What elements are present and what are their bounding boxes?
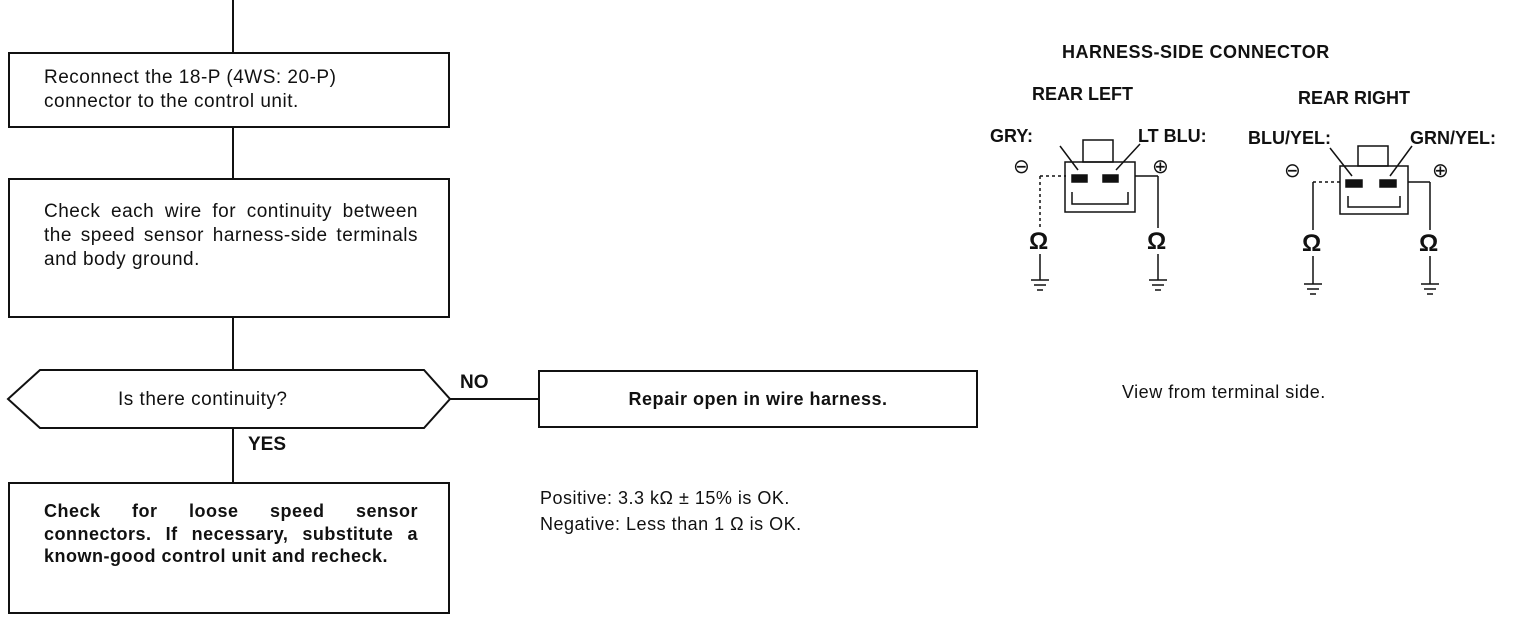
- view-caption: View from terminal side.: [1122, 382, 1326, 402]
- left-plus-icon: ⊕: [1152, 156, 1169, 178]
- rear-right-terminal-1: [1345, 179, 1363, 188]
- spec-positive: Positive: 3.3 kΩ ± 15% is OK.: [540, 488, 790, 508]
- left-minus-icon: ⊖: [1013, 156, 1030, 178]
- right-neg-wire-label: BLU/YEL:: [1248, 128, 1331, 148]
- connector-title: HARNESS-SIDE CONNECTOR: [1062, 42, 1330, 62]
- decision-hexagon: [6, 369, 452, 429]
- right-pos-wire-label: GRN/YEL:: [1410, 128, 1497, 148]
- right-pos-ohm-icon: Ω: [1419, 230, 1439, 257]
- rear-left-label: REAR LEFT: [1032, 84, 1133, 104]
- step1-text: Reconnect the 18-P (4WS: 20-P) connector…: [44, 67, 337, 112]
- step2-text: Check each wire for continuity between t…: [44, 201, 418, 270]
- left-neg-ohm-icon: Ω: [1029, 228, 1049, 255]
- step3-box: Check for loose speed sensor connectors.…: [8, 482, 450, 614]
- rear-right-arrow-1: [1329, 147, 1353, 177]
- no-label: NO: [460, 372, 489, 393]
- rear-left-connector-tab: [1082, 139, 1114, 163]
- step3-text: Check for loose speed sensor connectors.…: [44, 501, 418, 566]
- rear-left-terminal-2: [1102, 174, 1119, 183]
- right-neg-ohm-icon: Ω: [1302, 230, 1322, 257]
- left-pos-wire-label: LT BLU:: [1138, 126, 1207, 146]
- step2-box: Check each wire for continuity between t…: [8, 178, 450, 318]
- repair-text: Repair open in wire harness.: [628, 389, 888, 409]
- left-neg-wire-label: GRY:: [990, 126, 1033, 146]
- rear-right-label: REAR RIGHT: [1298, 88, 1410, 108]
- rear-left-terminal-1: [1071, 174, 1088, 183]
- rear-left-arrow-2: [1115, 143, 1141, 171]
- spec-negative: Negative: Less than 1 Ω is OK.: [540, 514, 802, 534]
- rear-right-connector-tab: [1357, 145, 1389, 167]
- right-plus-icon: ⊕: [1432, 160, 1449, 182]
- step1-box: Reconnect the 18-P (4WS: 20-P) connector…: [8, 52, 450, 128]
- rear-right-arrow-2: [1389, 145, 1413, 177]
- rear-right-inner: [1347, 196, 1401, 208]
- rear-left-arrow-1: [1059, 145, 1079, 171]
- decision-text: Is there continuity?: [118, 389, 288, 410]
- rear-right-terminal-2: [1379, 179, 1397, 188]
- left-pos-ohm-icon: Ω: [1147, 228, 1167, 255]
- repair-box: Repair open in wire harness.: [538, 370, 978, 428]
- yes-label: YES: [248, 434, 287, 455]
- rear-left-inner: [1071, 192, 1129, 205]
- right-minus-icon: ⊖: [1284, 160, 1301, 182]
